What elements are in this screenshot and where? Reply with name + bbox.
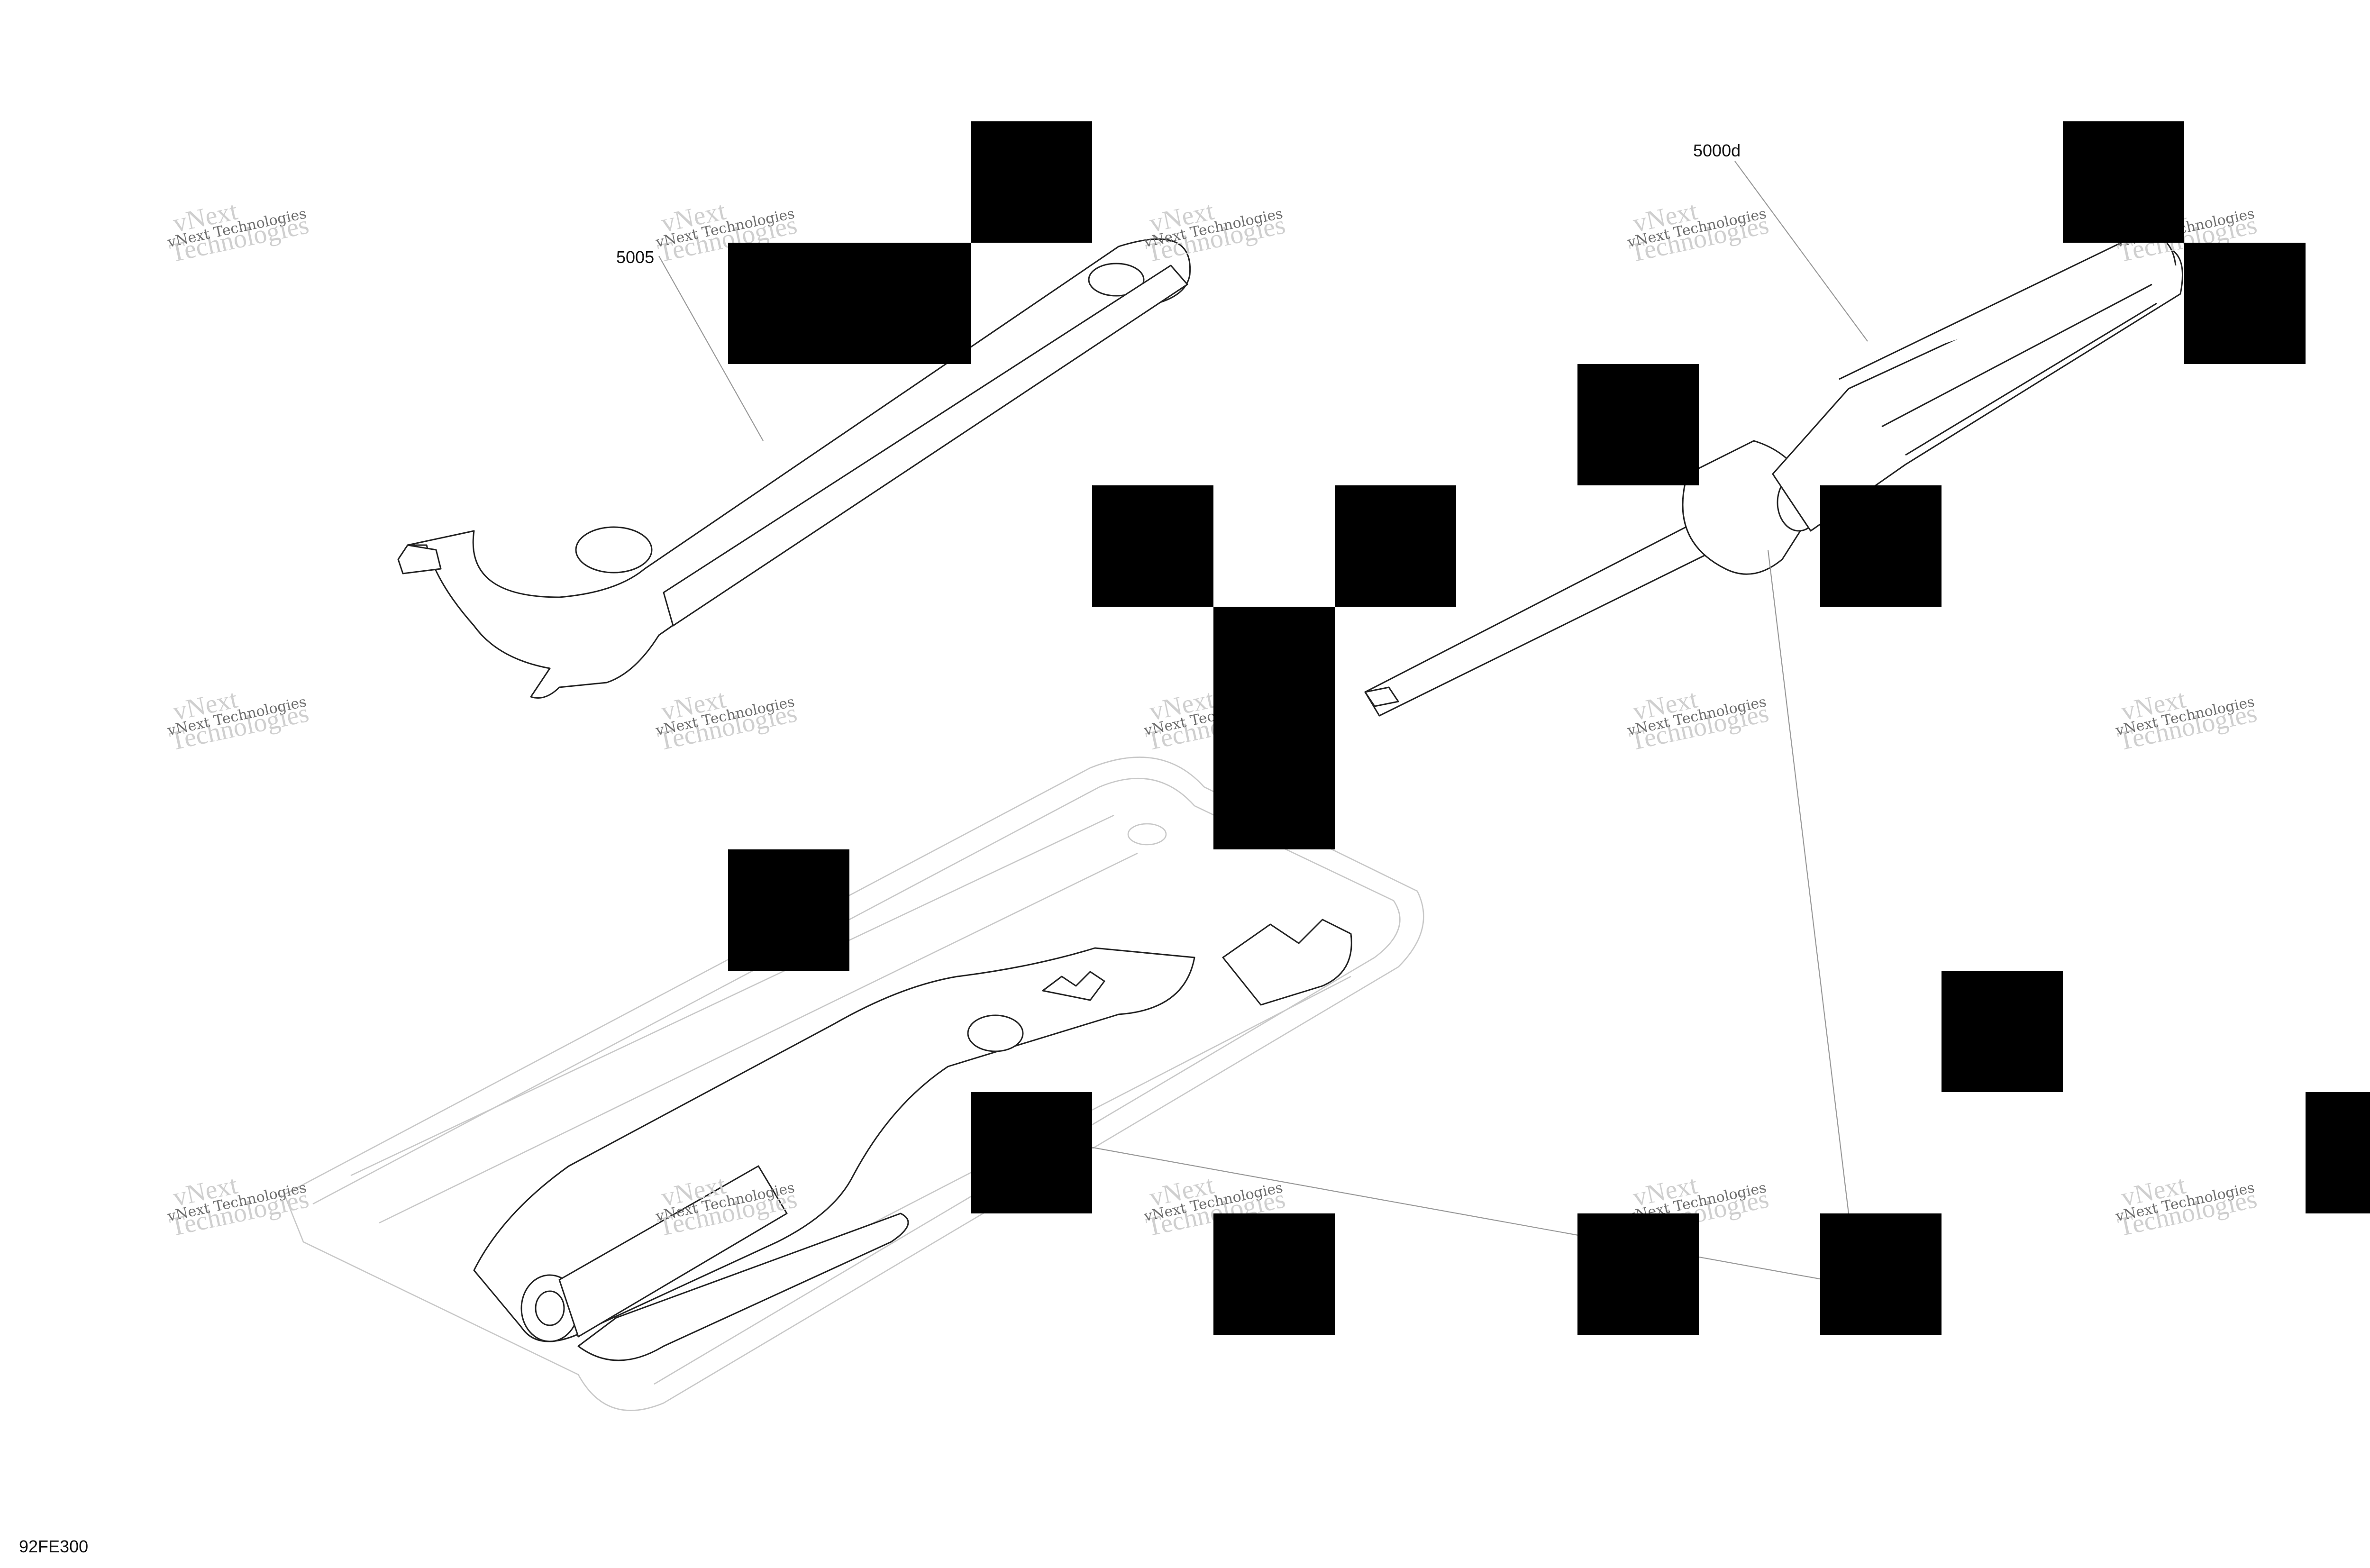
redaction-block xyxy=(971,1092,1092,1213)
watermark: vNext Technologies vNext Technologies xyxy=(166,684,311,757)
redaction-block xyxy=(1820,485,1942,607)
watermark: vNext Technologies vNext Technologies xyxy=(2114,684,2260,757)
watermark: vNext Technologies vNext Technologies xyxy=(1626,1170,1771,1242)
redaction-block xyxy=(1942,971,2063,1092)
spanner-wrench xyxy=(397,238,1191,699)
watermark: vNext Technologies vNext Technologies xyxy=(1626,196,1771,268)
tool-pouch-assembly xyxy=(283,757,1825,1411)
watermark: vNext Technologies vNext Technologies xyxy=(166,1170,311,1242)
redaction-block xyxy=(1213,1213,1335,1335)
figure-code: 92FE300 xyxy=(19,1537,88,1556)
redaction-blocks xyxy=(728,121,2370,1335)
callout-label-5000d: 5000d xyxy=(1693,141,1741,160)
callout-leader-5005 xyxy=(658,255,764,441)
redaction-block xyxy=(1820,1213,1942,1335)
redaction-block xyxy=(1577,364,1699,485)
redaction-block xyxy=(1577,1213,1699,1335)
watermark-grid: vNext Technologies vNext Technologies vN… xyxy=(166,196,2260,1242)
redaction-block xyxy=(1092,485,1213,607)
watermark: vNext Technologies vNext Technologies xyxy=(654,684,800,757)
watermark: vNext Technologies vNext Technologies xyxy=(1142,196,1288,268)
redaction-block xyxy=(1335,485,1456,607)
redaction-block xyxy=(1213,607,1335,849)
callout-label-5005: 5005 xyxy=(616,247,654,267)
redaction-block xyxy=(2184,243,2306,364)
callout-leader-screwdriver-bottom xyxy=(1767,549,1850,1214)
callout-leader-5000d xyxy=(1734,161,1868,342)
redaction-block xyxy=(2306,1092,2370,1213)
watermark: vNext Technologies vNext Technologies xyxy=(2114,1170,2260,1242)
callout-leader-pouch xyxy=(1090,1146,1825,1281)
watermark: vNext Technologies vNext Technologies xyxy=(166,196,311,268)
redaction-block xyxy=(2063,121,2184,243)
redaction-block xyxy=(971,121,1092,243)
redaction-block xyxy=(728,849,849,971)
watermark: vNext Technologies vNext Technologies xyxy=(1626,684,1771,757)
redaction-block xyxy=(728,243,971,364)
